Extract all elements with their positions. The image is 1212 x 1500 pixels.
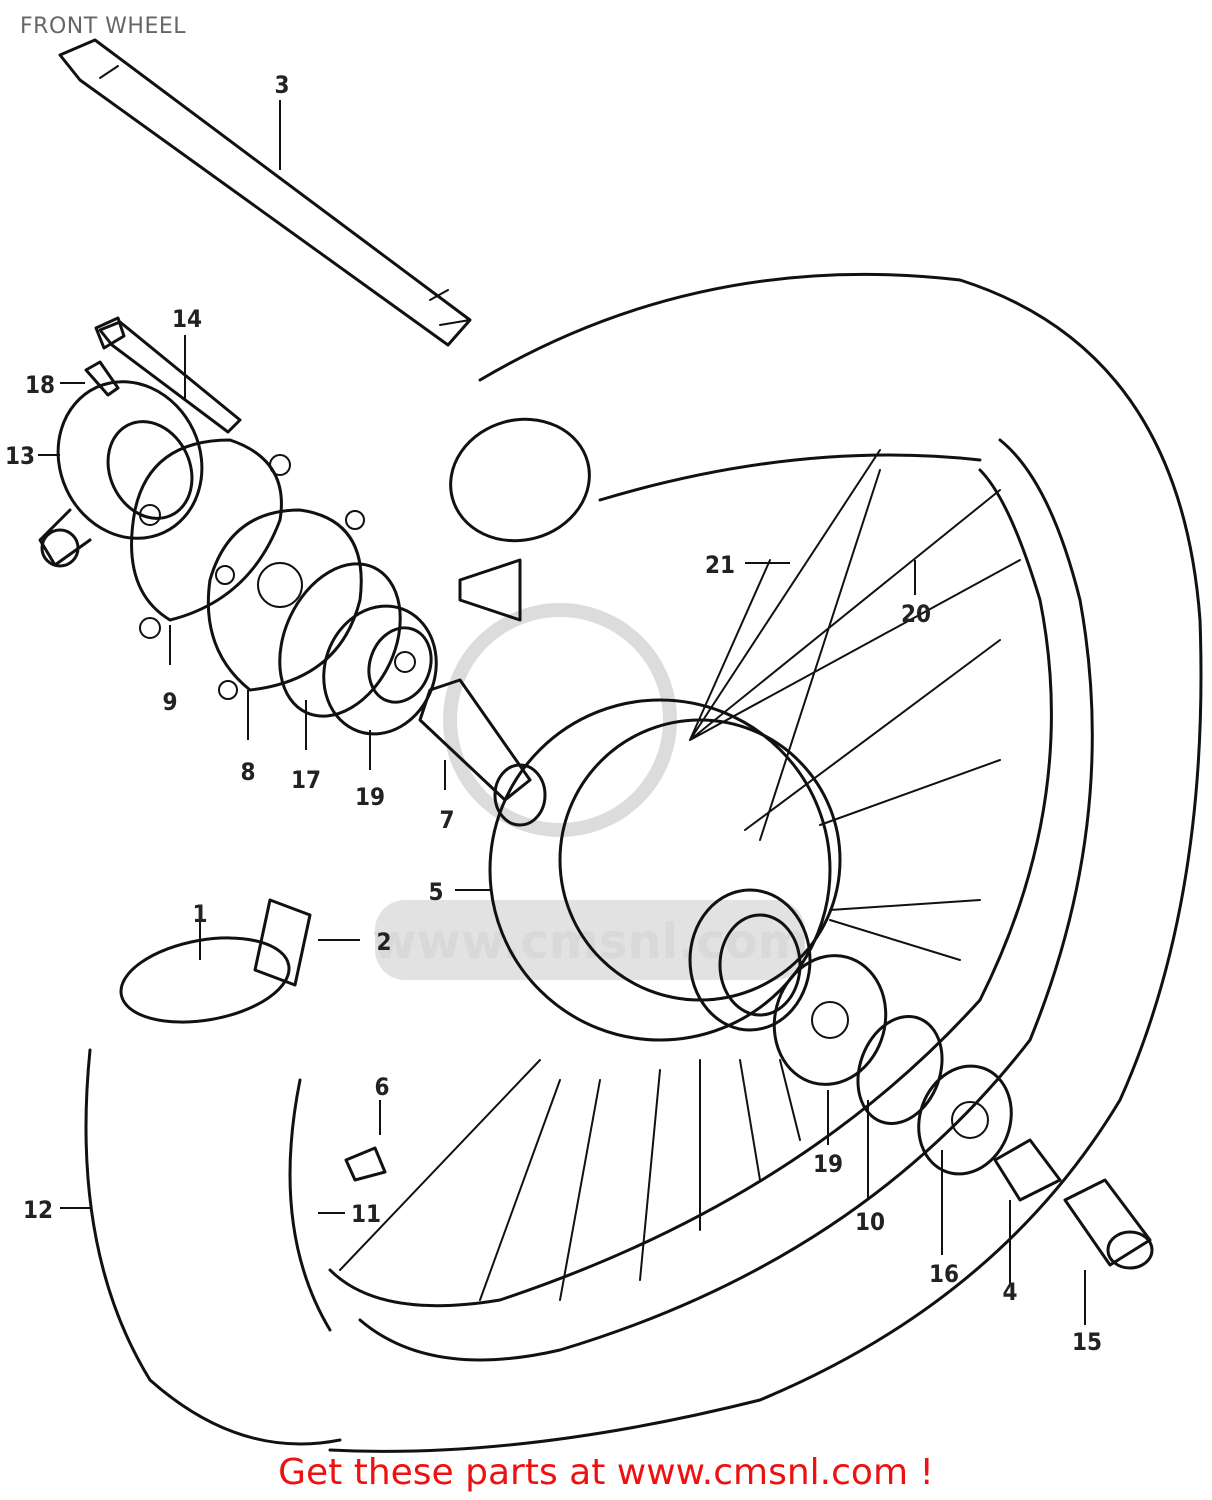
callout-labels: 3 14 18 13 9 8 17 19 7 5 1 2 6 11 12 21 … — [5, 71, 1102, 1356]
callout-18: 18 — [25, 371, 55, 399]
axle-nut-part-15 — [1063, 1178, 1154, 1270]
valve-cap-part-6 — [344, 1146, 387, 1182]
callout-12: 12 — [23, 1196, 53, 1224]
tire-lower-part-12 — [84, 898, 342, 1446]
tire-upper-segment — [328, 272, 1203, 1453]
callout-2: 2 — [376, 928, 391, 956]
leader-lines — [38, 100, 1086, 1325]
brake-panel-part-13 — [38, 380, 204, 568]
callout-11: 11 — [351, 1200, 381, 1228]
page-title: FRONT WHEEL — [20, 14, 186, 39]
callout-21: 21 — [705, 551, 735, 579]
callout-4: 4 — [1002, 1278, 1017, 1306]
callout-19-lower: 19 — [813, 1150, 843, 1178]
rim-and-spokes — [328, 438, 1094, 1362]
retainer-part-16 — [917, 1064, 1013, 1176]
collar-part-7 — [418, 678, 547, 827]
callout-14: 14 — [172, 305, 202, 333]
footer-link[interactable]: Get these parts at www.cmsnl.com ! — [278, 1452, 934, 1493]
callout-17: 17 — [291, 766, 321, 794]
callout-8: 8 — [240, 758, 255, 786]
watermark-text: www.cmsnl.com — [372, 914, 808, 970]
callout-19-upper: 19 — [355, 783, 385, 811]
bolt-part-14 — [94, 316, 242, 434]
callout-10: 10 — [855, 1208, 885, 1236]
seal-part-10 — [856, 1015, 944, 1125]
callout-1: 1 — [192, 900, 207, 928]
spacer-part-4 — [993, 1138, 1062, 1202]
hub-part-5 — [488, 698, 842, 1042]
axle-part-3 — [58, 38, 472, 347]
cover-part-8 — [206, 508, 365, 700]
callout-16: 16 — [929, 1260, 959, 1288]
o-ring-part-17 — [278, 562, 402, 718]
gasket-part-9 — [130, 438, 291, 639]
callout-15: 15 — [1072, 1328, 1102, 1356]
callout-7: 7 — [439, 806, 454, 834]
callout-13: 13 — [5, 442, 35, 470]
callout-6: 6 — [374, 1073, 389, 1101]
callout-20: 20 — [901, 600, 931, 628]
watermark: www.cmsnl.com — [372, 603, 808, 980]
bearing-part-19-upper — [322, 604, 438, 736]
callout-3: 3 — [274, 71, 289, 99]
callout-9: 9 — [162, 688, 177, 716]
callout-5: 5 — [428, 878, 443, 906]
bearing-part-19-lower — [772, 954, 888, 1086]
